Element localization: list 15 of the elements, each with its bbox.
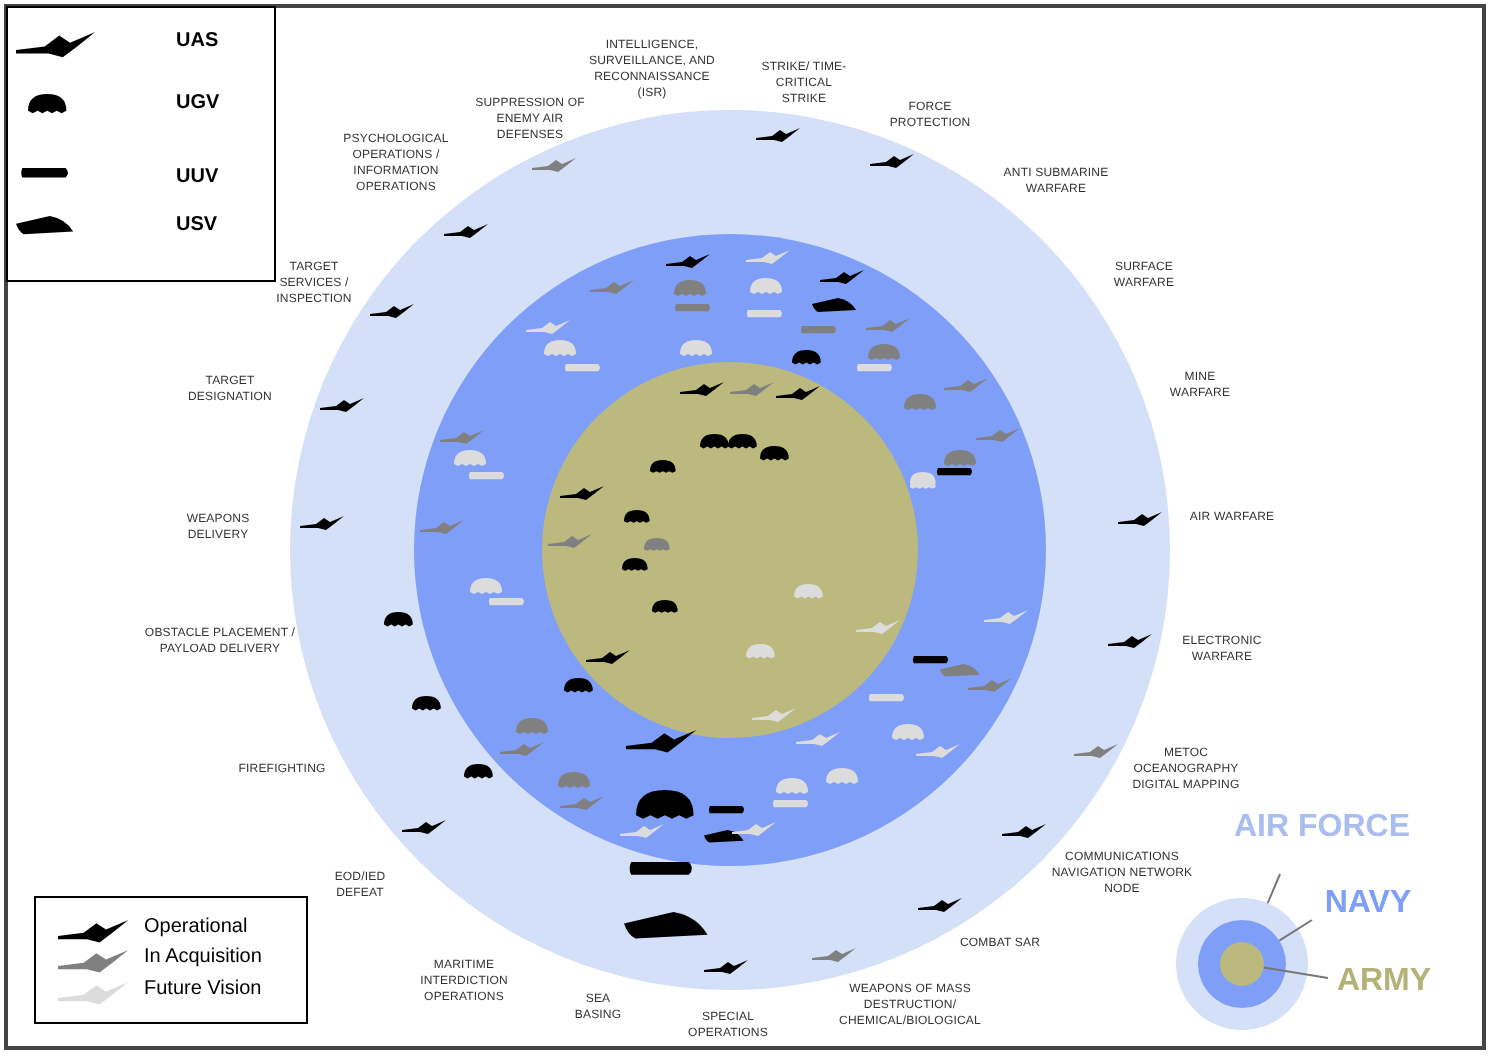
legend-label: USV [176, 214, 218, 236]
leader-line [1278, 919, 1313, 942]
legend-label: Operational [144, 916, 248, 938]
leader-line [1262, 966, 1329, 979]
legend-label: Future Vision [144, 978, 262, 1000]
service-label: NAVY [1324, 886, 1412, 922]
legend-label: UUV [176, 166, 219, 188]
service-label: ARMY [1336, 964, 1432, 1000]
leader-line [1266, 873, 1281, 905]
legend-label: UAS [176, 30, 219, 52]
legend-ring [1220, 942, 1264, 986]
legend-label: UGV [176, 92, 220, 114]
legend-label: In Acquisition [144, 946, 262, 968]
legend-ring [1198, 920, 1286, 1008]
service-label: AIR FORCE [1234, 810, 1410, 846]
